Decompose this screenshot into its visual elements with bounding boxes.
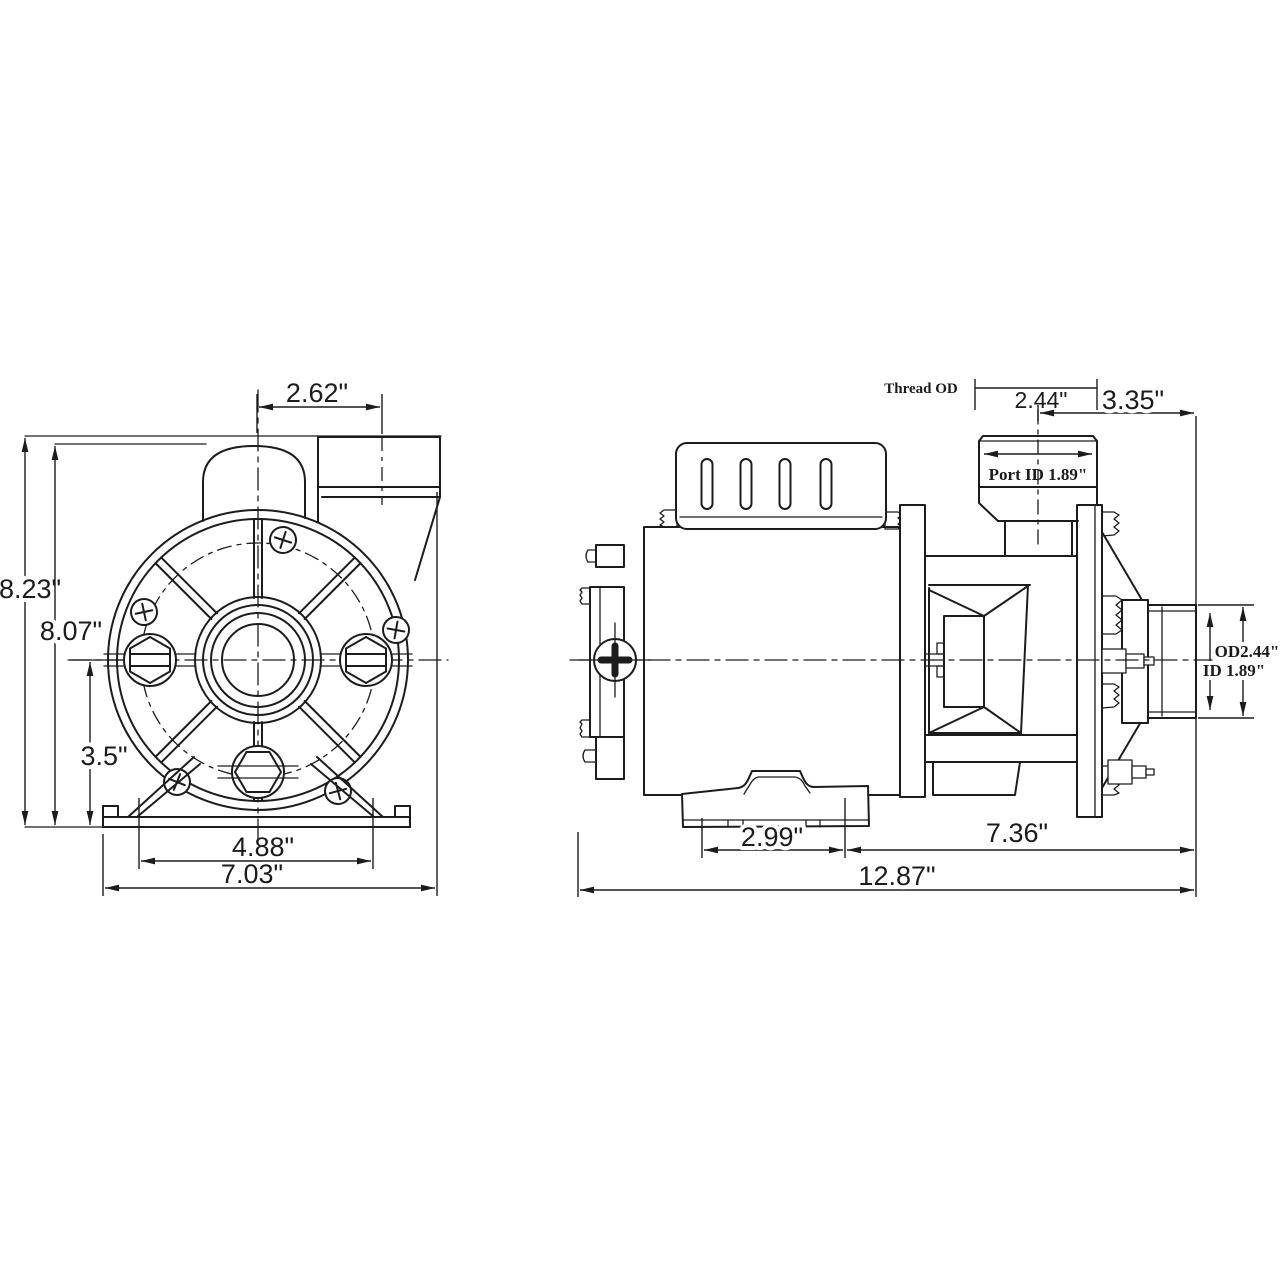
dim-overall-height-label: 8.23"	[0, 574, 61, 604]
outlet-od-label: OD2.44"	[1215, 642, 1280, 661]
thread-od-label: Thread OD	[884, 381, 958, 397]
dim-wet-end: 7.36"	[847, 818, 1194, 854]
vent-slot	[700, 458, 714, 510]
volute-section	[924, 555, 1078, 796]
dim-center-height-label: 3.5"	[80, 741, 127, 771]
dim-port-id: Port ID 1.89"	[984, 450, 1092, 484]
motor-dome	[202, 445, 306, 522]
vent-slot	[819, 458, 833, 510]
dim-bolt-spacing-label: 4.88"	[232, 832, 294, 862]
vent-cover	[659, 442, 903, 530]
hex-plug-left	[103, 633, 197, 687]
hex-plug-bottom	[217, 745, 299, 799]
dim-thread-od: Thread OD 2.44"	[884, 379, 1098, 413]
hex-plug-right	[319, 633, 413, 687]
dim-port-offset-label: 3.35"	[1102, 385, 1164, 415]
dim-body-height: 8.07"	[36, 446, 106, 825]
side-view-dimensions: Thread OD 2.44" 3.35" Port ID 1.89" OD2.…	[577, 379, 1280, 897]
front-base	[24, 756, 411, 828]
dim-top-width-label: 2.62"	[286, 378, 348, 408]
front-outer-ring	[107, 509, 409, 811]
port-id-label: Port ID 1.89"	[989, 465, 1088, 484]
dim-center-height: 3.5"	[76, 662, 132, 825]
front-view	[24, 389, 449, 846]
discharge-flange	[1076, 504, 1143, 818]
side-view	[569, 409, 1213, 828]
outlet-port-tube	[1147, 604, 1197, 719]
front-view-dimensions: 2.62" 8.23" 8.07" 3.5" 4.88" 7.03"	[0, 378, 438, 896]
dim-base-width-label: 7.03"	[221, 859, 283, 889]
dim-body-height-label: 8.07"	[40, 616, 102, 646]
shaft-stud-bottom	[1107, 759, 1155, 785]
dim-thread-od-label: 2.44"	[1015, 387, 1068, 413]
top-suction-port	[978, 409, 1098, 557]
motor-foot	[681, 770, 870, 828]
dim-overall-length: 12.87"	[577, 832, 1194, 897]
base-gusset-right	[310, 756, 384, 818]
dim-overall-length-label: 12.87"	[858, 861, 935, 891]
dim-foot-width: 2.99"	[701, 798, 846, 858]
dim-base-width: 7.03"	[102, 492, 438, 896]
terminal-bolt-bottom	[582, 749, 597, 763]
dim-bolt-spacing: 4.88"	[138, 798, 374, 869]
terminal-step-top	[595, 544, 625, 568]
rear-end-bell	[578, 544, 652, 780]
vent-slot	[739, 458, 753, 510]
seal-plate	[899, 504, 926, 798]
front-discharge-port	[317, 436, 441, 581]
impeller-hub	[943, 615, 985, 708]
terminal-step-bottom	[595, 736, 625, 780]
dim-wet-end-label: 7.36"	[986, 818, 1048, 848]
mounting-flange-ring	[116, 518, 400, 802]
outlet-id-label: ID 1.89"	[1203, 661, 1265, 680]
dim-port-offset: 3.35"	[1037, 381, 1197, 897]
suction-bore	[194, 596, 322, 724]
terminal-bolt-top	[585, 549, 597, 563]
cover-clamp-screw-left	[659, 509, 678, 528]
dim-top-width: 2.62"	[256, 378, 383, 505]
motor-body	[643, 526, 901, 796]
dim-outlet-od-id: OD2.44" ID 1.89"	[1198, 604, 1280, 719]
shaft-stud-center	[1101, 648, 1155, 674]
dim-foot-width-label: 2.99"	[741, 822, 803, 852]
vent-slot	[778, 458, 792, 510]
